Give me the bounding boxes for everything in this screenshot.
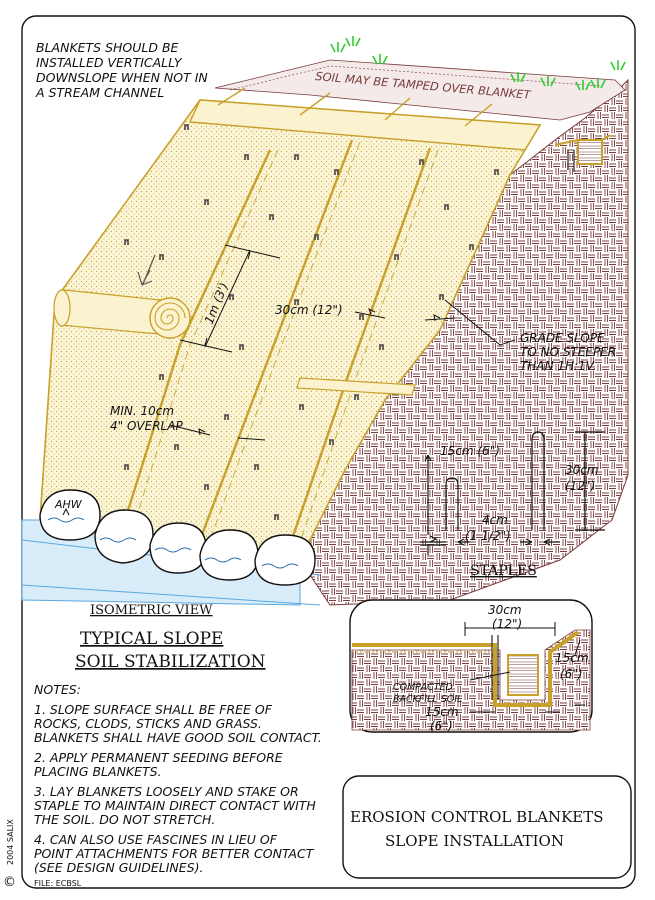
dim-30cm-label: 30cm (12") bbox=[275, 303, 343, 317]
blanket-seam-2 bbox=[198, 139, 354, 541]
rocks bbox=[39, 489, 316, 586]
detail-depth-bottom-1: 15cm bbox=[425, 705, 459, 719]
note-3-line-3: THE SOIL. DO NOT STRETCH. bbox=[34, 812, 215, 827]
blanket-seam-3 bbox=[288, 147, 432, 546]
title-block-line-1: EROSION CONTROL BLANKETS bbox=[350, 808, 604, 826]
grass-tufts bbox=[330, 36, 626, 91]
staple-gap-2: (1 1/2") bbox=[465, 529, 511, 543]
title-block-line-2: SLOPE INSTALLATION bbox=[385, 832, 564, 850]
copyright-symbol: © bbox=[3, 875, 16, 890]
top-note-4: A STREAM CHANNEL bbox=[35, 85, 164, 100]
overlap-note-2: 4" OVERLAP bbox=[110, 419, 183, 433]
title-main-2: SOIL STABILIZATION bbox=[75, 652, 266, 672]
note-2-line-1: 2. APPLY PERMANENT SEEDING BEFORE bbox=[34, 750, 283, 765]
detail-width-1: 30cm bbox=[488, 603, 522, 617]
long-staple bbox=[531, 431, 545, 530]
staple-height-2: (12") bbox=[565, 479, 595, 493]
staple-height-1: 30cm bbox=[565, 463, 599, 477]
note-4-line-3: (SEE DESIGN GUIDELINES). bbox=[34, 860, 203, 875]
blanket-seam-1 bbox=[123, 149, 272, 521]
staples-title: STAPLES bbox=[470, 563, 537, 579]
title-main-1: TYPICAL SLOPE bbox=[80, 629, 223, 649]
note-1-line-1: 1. SLOPE SURFACE SHALL BE FREE OF bbox=[34, 702, 273, 717]
trench-detail: 30cm (12") 15cm (6") COMPACTED BACKFILL … bbox=[349, 599, 593, 733]
staple-gap-1: 4cm bbox=[482, 513, 508, 527]
file-label: FILE: ECBSL bbox=[34, 879, 82, 888]
note-4-line-1: 4. CAN ALSO USE FASCINES IN LIEU OF bbox=[34, 832, 278, 847]
top-anchor-trench bbox=[554, 134, 611, 172]
note-4-line-2: POINT ATTACHMENTS FOR BETTER CONTACT bbox=[34, 846, 315, 861]
top-note-2: INSTALLED VERTICALLY bbox=[36, 55, 183, 70]
backfill-label-1: COMPACTED bbox=[393, 682, 453, 693]
grade-note-3: THAN 1H:1V. bbox=[520, 359, 596, 373]
grade-note-1: GRADE SLOPE bbox=[520, 331, 605, 345]
short-staple bbox=[445, 477, 459, 530]
note-2-line-2: PLACING BLANKETS. bbox=[34, 764, 162, 779]
note-3-line-1: 3. LAY BLANKETS LOOSELY AND STAKE OR bbox=[34, 784, 299, 799]
note-1-line-2: ROCKS, CLODS, STICKS AND GRASS. bbox=[34, 716, 262, 731]
overlap-note-1: MIN. 10cm bbox=[110, 404, 174, 418]
top-note-1: BLANKETS SHOULD BE bbox=[36, 40, 179, 55]
note-1-line-3: BLANKETS SHALL HAVE GOOD SOIL CONTACT. bbox=[34, 730, 322, 745]
copyright-text: 2004 SALIX bbox=[6, 819, 15, 865]
isometric-view: SOIL MAY BE TAMPED OVER BLANKET 1m (3') … bbox=[21, 36, 629, 606]
ahw-label: AHW bbox=[54, 498, 83, 511]
staple-leg-label: 15cm (6") bbox=[440, 444, 500, 458]
note-3-line-2: STAPLE TO MAINTAIN DIRECT CONTACT WITH bbox=[34, 798, 316, 813]
backfill-label-2: BACKFILL SOIL bbox=[393, 694, 462, 705]
iso-dimension-lines bbox=[62, 244, 516, 516]
notes-heading: NOTES: bbox=[34, 682, 81, 697]
sheet-frame bbox=[21, 15, 636, 889]
rolled-blanket bbox=[53, 254, 191, 339]
grade-note-2: TO NO STEEPER bbox=[520, 345, 616, 359]
detail-depth-bottom-2: (6") bbox=[430, 719, 453, 733]
detail-depth-right-1: 15cm bbox=[555, 651, 589, 665]
staples-detail: 15cm (6") 30cm (12") 4cm (1 1/2") STAPLE… bbox=[420, 431, 605, 579]
top-note-3: DOWNSLOPE WHEN NOT IN bbox=[36, 70, 208, 85]
isometric-view-label: ISOMETRIC VIEW bbox=[90, 603, 213, 618]
title-block bbox=[342, 775, 632, 879]
detail-width-2: (12") bbox=[492, 617, 522, 631]
detail-depth-right-2: (6") bbox=[560, 667, 583, 681]
surface-staples bbox=[124, 124, 499, 520]
